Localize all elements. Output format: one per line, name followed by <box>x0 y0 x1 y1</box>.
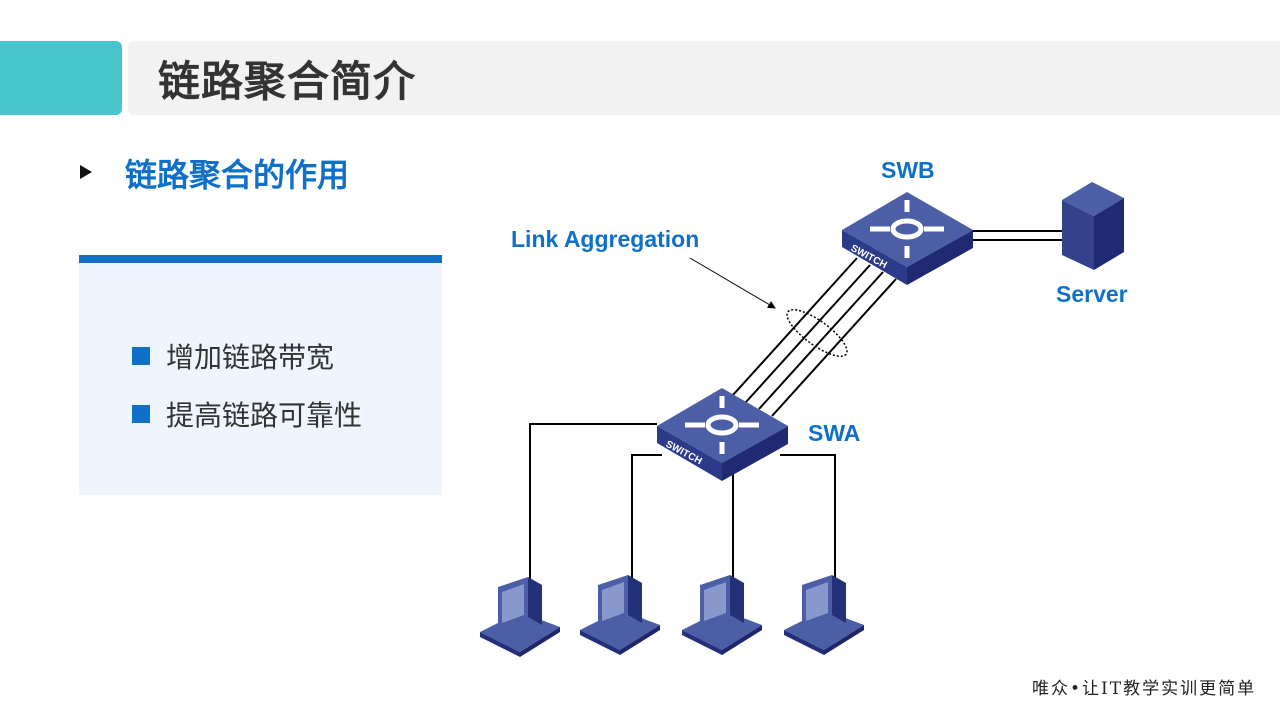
swa-label: SWA <box>808 420 861 446</box>
content-box <box>79 255 442 495</box>
arrow <box>689 257 776 309</box>
switch-swa-icon: SWITCH <box>657 388 788 481</box>
triangle-bullet-icon <box>80 165 92 179</box>
pc-icon <box>580 575 660 655</box>
swb-label: SWB <box>881 157 935 183</box>
pc-icon <box>784 575 864 655</box>
aggregation-ellipse <box>786 308 848 358</box>
list-item-text: 提高链路可靠性 <box>166 399 363 432</box>
footer-slogan: 唯众•让IT教学实训更简单 <box>1032 679 1257 699</box>
square-bullet-icon <box>132 405 150 423</box>
pc-icon <box>480 577 560 657</box>
server-label: Server <box>1056 281 1128 307</box>
section-subtitle: 链路聚合的作用 <box>125 156 350 194</box>
title-bar <box>128 41 1280 115</box>
list-item: 提高链路可靠性 <box>132 394 362 434</box>
square-bullet-icon <box>132 347 150 365</box>
list-item: 增加链路带宽 <box>132 336 334 376</box>
list-item-text: 增加链路带宽 <box>166 341 335 374</box>
pc-icon <box>682 575 762 655</box>
server-icon <box>1062 182 1124 270</box>
switch-swb-icon: SWITCH <box>842 192 973 285</box>
link-aggregation-label: Link Aggregation <box>511 226 700 252</box>
page-title: 链路聚合简介 <box>158 57 417 106</box>
title-accent <box>0 41 122 115</box>
